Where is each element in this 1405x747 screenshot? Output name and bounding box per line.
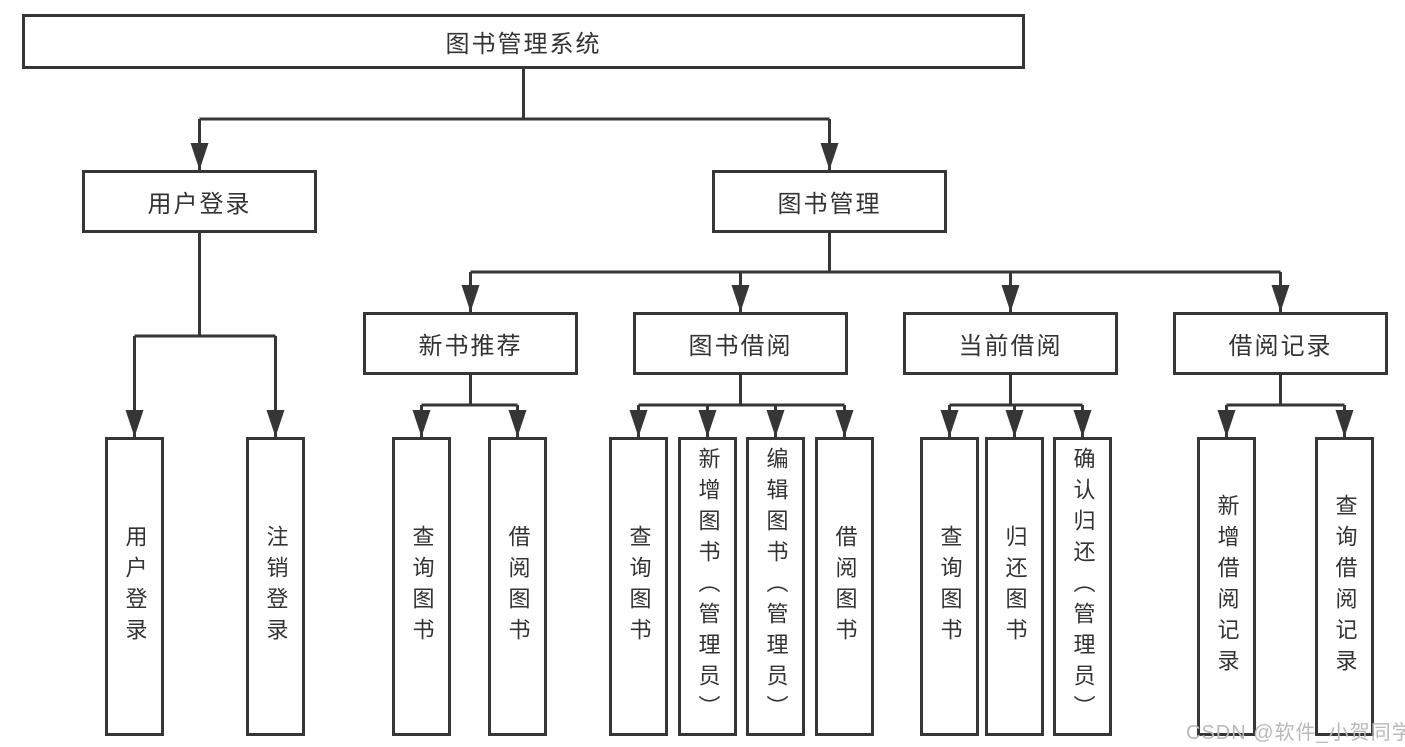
node-label: 查询图书 [626, 524, 652, 649]
node-label: 当前借阅 [958, 333, 1063, 360]
node-leaf-borrow-books: 借阅图书 [815, 437, 874, 736]
node-leaf-return-books: 归还图书 [985, 437, 1044, 736]
node-label: 新书推荐 [418, 333, 523, 360]
node-label: 图书借阅 [688, 333, 793, 360]
node-label: 借阅记录 [1228, 333, 1333, 360]
node-borrowing-records: 借阅记录 [1173, 312, 1388, 375]
node-leaf-borrow-books-recommend: 借阅图书 [488, 437, 547, 736]
node-label: 借阅图书 [832, 524, 858, 649]
node-leaf-query-books-current: 查询图书 [920, 437, 979, 736]
node-label: 借阅图书 [505, 524, 531, 649]
node-leaf-add-borrow-record: 新增借阅记录 [1197, 437, 1256, 736]
node-label: 图书管理系统 [445, 31, 602, 58]
node-label: 编辑图书（管理员） [763, 447, 789, 726]
node-book-borrowing: 图书借阅 [633, 312, 848, 375]
node-label: 用户登录 [147, 191, 252, 218]
node-leaf-query-borrow-record: 查询借阅记录 [1315, 437, 1374, 736]
node-label: 新增图书（管理员） [695, 447, 721, 726]
node-leaf-query-books-borrowing: 查询图书 [609, 437, 668, 736]
node-leaf-confirm-return-admin: 确认归还（管理员） [1053, 437, 1112, 736]
node-leaf-edit-books-admin: 编辑图书（管理员） [746, 437, 805, 736]
node-library-management-system: 图书管理系统 [22, 14, 1025, 69]
node-label: 确认归还（管理员） [1070, 447, 1096, 726]
node-label: 归还图书 [1002, 524, 1028, 649]
node-label: 注销登录 [263, 524, 289, 649]
node-leaf-user-login: 用户登录 [105, 437, 164, 736]
node-leaf-add-books-admin: 新增图书（管理员） [678, 437, 737, 736]
node-leaf-query-books-recommend: 查询图书 [392, 437, 451, 736]
node-label: 用户登录 [122, 524, 148, 649]
node-leaf-logout: 注销登录 [246, 437, 305, 736]
node-book-management: 图书管理 [712, 170, 947, 233]
node-user-login: 用户登录 [82, 170, 317, 233]
node-label: 查询借阅记录 [1332, 493, 1358, 680]
node-label: 查询图书 [937, 524, 963, 649]
node-new-book-recommendation: 新书推荐 [363, 312, 578, 375]
node-label: 图书管理 [777, 191, 882, 218]
node-label: 查询图书 [409, 524, 435, 649]
watermark-text: CSDN @软件_小贺同学 [1186, 722, 1405, 744]
node-label: 新增借阅记录 [1214, 493, 1240, 680]
node-current-borrowing: 当前借阅 [903, 312, 1118, 375]
